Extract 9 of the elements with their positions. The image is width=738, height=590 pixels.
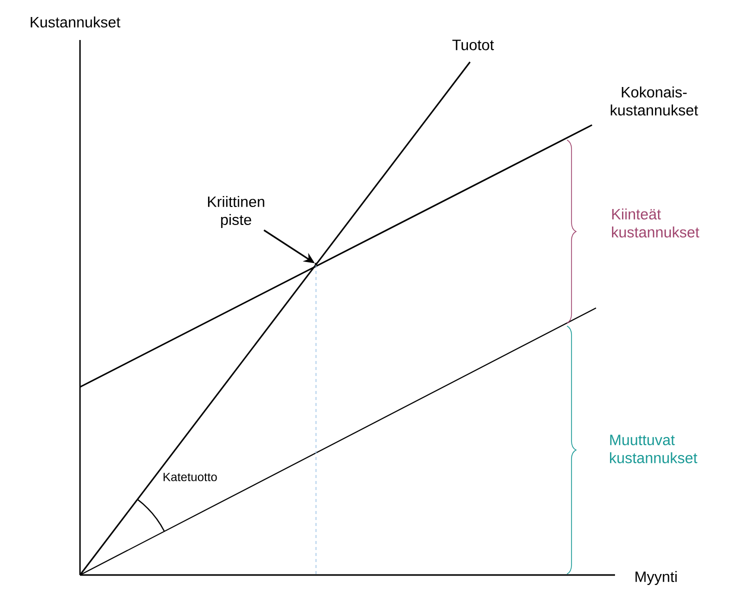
axis-label: Myynti [636,571,677,585]
line-label: Kokonais- kustannukset [610,86,698,116]
line-label: Kiinteät kustannukset [612,208,700,238]
line-label: Katetuotto [164,472,217,482]
intersection-point [314,262,318,266]
axis-label: Kustannukset [30,16,120,28]
line-label: Tuotot [452,40,494,50]
callout-text: Kriittinen piste [208,196,264,228]
line-label: Muuttuvat kustannukset [610,434,698,464]
